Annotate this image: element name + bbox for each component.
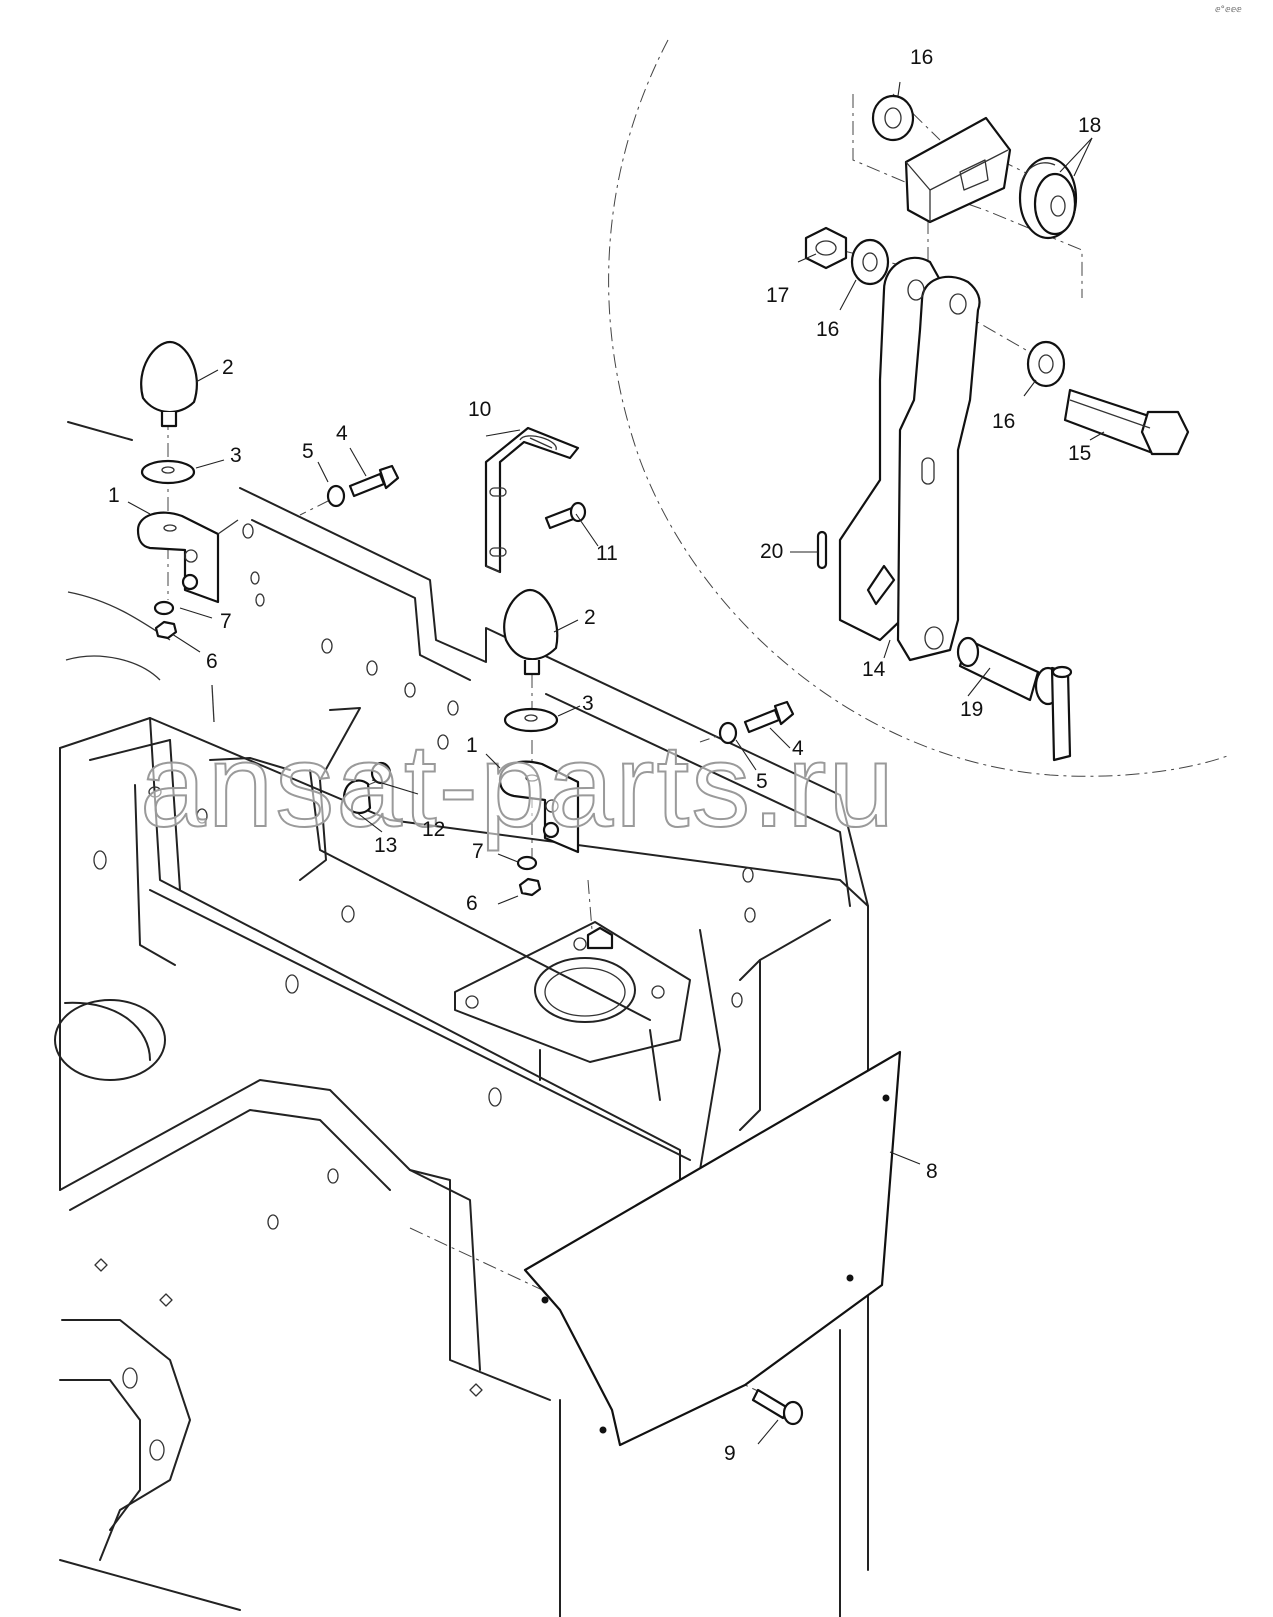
nut-cap [342,779,372,815]
corner-mark: ⅇ°ⅇⅇⅇ [1215,5,1242,15]
frame-structure [54,421,869,1617]
callout-16: 16 [816,318,839,341]
callout-8: 8 [926,1160,938,1183]
callout-7: 7 [472,840,484,863]
plate-hole [882,1094,890,1102]
hex-nut [804,226,848,270]
bolt [348,464,400,498]
rubber-buffer [503,588,559,676]
callout-19: 19 [960,698,983,721]
nut [518,877,542,897]
callout-3: 3 [230,444,242,467]
mounting-bracket [498,760,580,854]
callout-6: 6 [206,650,218,673]
hex-bolt [1063,388,1190,456]
callout-4: 4 [336,422,348,445]
callout-14: 14 [862,658,886,681]
callout-11: 11 [596,542,618,565]
callout-15: 15 [1068,442,1091,465]
callout-9: 9 [724,1442,736,1465]
mounting-bracket [136,511,239,604]
rubber-block [904,116,1012,224]
callout-2: 2 [222,356,234,379]
watermark: ansat-parts.ru [140,720,896,852]
washer [140,459,196,485]
callout-12: 12 [422,818,445,841]
bushing [1018,156,1078,240]
angle-bracket [484,426,580,574]
callout-16: 16 [910,46,933,69]
nut [154,620,178,640]
washer [1026,340,1066,388]
callout-4: 4 [792,737,804,760]
spring-washer [153,600,175,616]
cotter-pin [816,530,828,570]
callout-labels: 1 1 2 2 3 3 4 4 5 5 6 6 7 7 8 9 10 11 12… [108,46,1101,1465]
callout-2: 2 [584,606,596,629]
lock-washer [718,721,738,745]
plate-hole [541,1296,549,1304]
screw [751,1388,804,1426]
callout-17: 17 [766,284,789,307]
hitch-bar [838,256,981,662]
callout-1: 1 [466,734,478,757]
bolt [544,501,587,530]
callout-1: 1 [108,484,120,507]
callout-5: 5 [302,440,314,463]
cover-plate [523,1050,902,1447]
callout-16: 16 [992,410,1015,433]
detail-circle [608,39,1231,777]
locking-pin [956,636,1073,762]
callout-3: 3 [582,692,594,715]
callout-5: 5 [756,770,768,793]
lock-washer [326,484,346,508]
callout-10: 10 [468,398,491,421]
plate-hole [599,1426,607,1434]
washer [503,707,559,733]
washer [850,238,890,286]
rubber-buffer [140,340,198,428]
callout-18: 18 [1078,114,1101,137]
bolt [743,700,795,734]
callout-20: 20 [760,540,783,563]
spring-washer [516,855,538,871]
leader-lines [127,81,1105,1445]
callout-7: 7 [220,610,232,633]
plate-hole [846,1274,854,1282]
washer [871,94,915,142]
callout-6: 6 [466,892,478,915]
callout-13: 13 [374,834,397,857]
